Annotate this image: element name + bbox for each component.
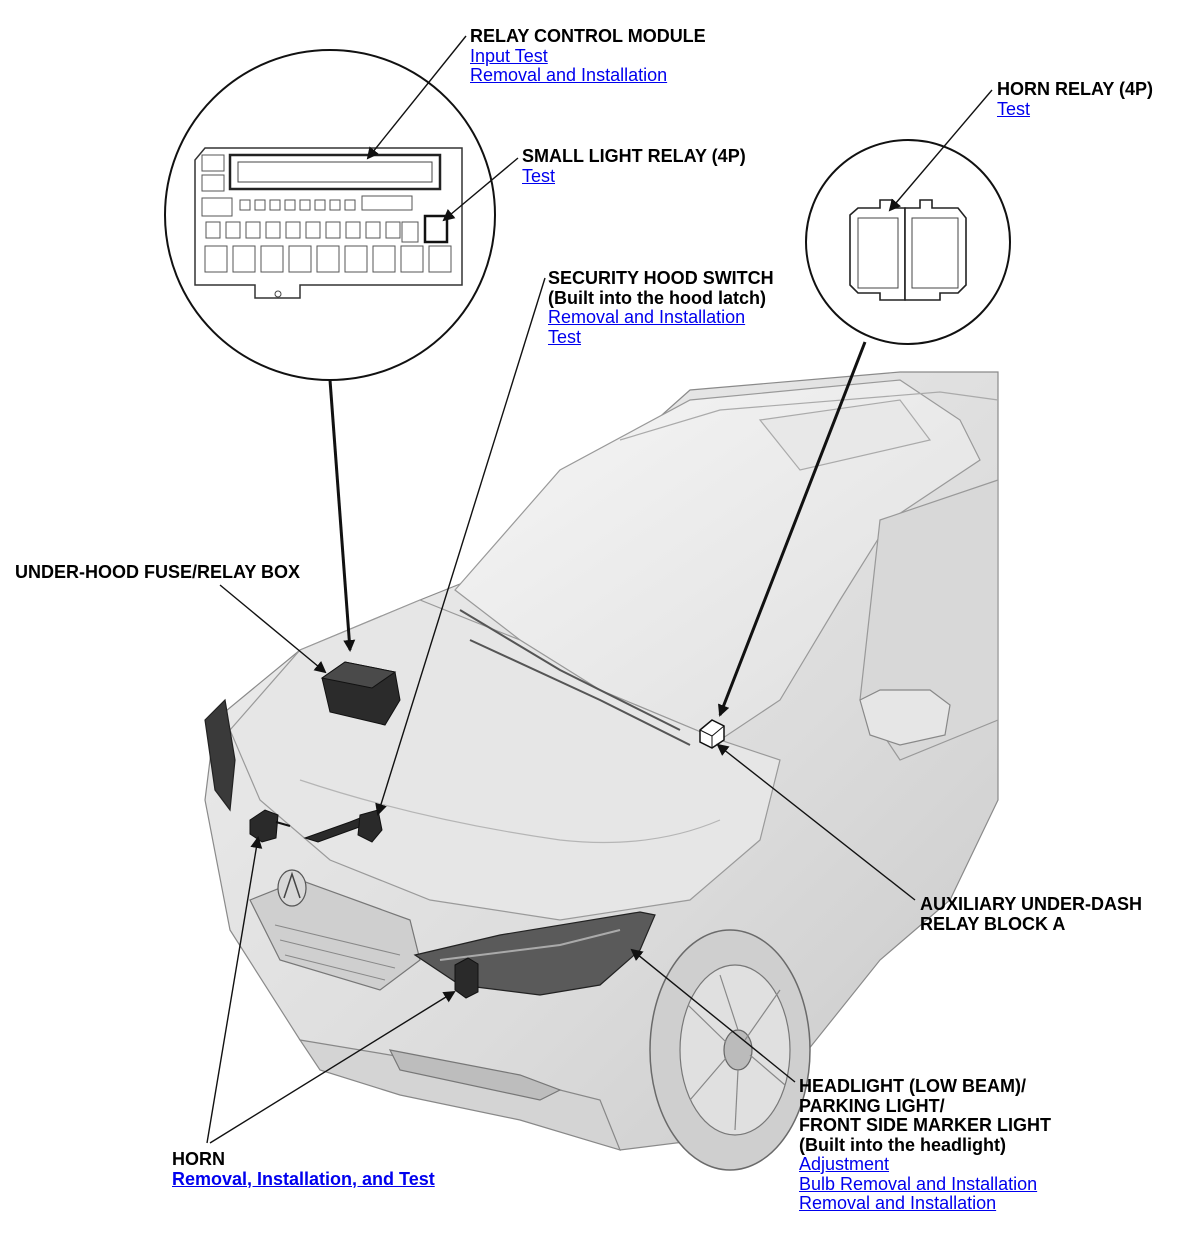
label-security-hood-switch-note: (Built into the hood latch) [548, 287, 766, 308]
label-aux-relay-line1: AUXILIARY UNDER-DASH [920, 894, 1143, 914]
leader-aux-relay-block [716, 743, 916, 901]
link-rcm-removal-installation[interactable]: Removal and Installation [470, 65, 668, 85]
callout-aux-under-dash-relay: AUXILIARY UNDER-DASH RELAY BLOCK A [920, 894, 1143, 934]
label-horn: HORN [172, 1149, 225, 1169]
leader-under-hood-fuse-box [219, 584, 327, 674]
zoom-arrows [328, 341, 867, 717]
link-headlight-bulb-removal[interactable]: Bulb Removal and Installation [799, 1173, 1038, 1194]
zoom-arrow-horn-relay [718, 341, 867, 717]
label-headlight-line1: HEADLIGHT (LOW BEAM)/ [799, 1076, 1026, 1096]
leader-horn-relay [888, 89, 993, 212]
link-horn-relay-test[interactable]: Test [997, 98, 1031, 119]
label-security-hood-switch: SECURITY HOOD SWITCH [548, 268, 774, 288]
label-horn-relay: HORN RELAY (4P) [997, 79, 1154, 99]
leader-horn-left [206, 836, 263, 1144]
side-mirror [859, 689, 951, 746]
link-headlight-adjustment[interactable]: Adjustment [799, 1154, 890, 1174]
inset-fuse-relay-box [164, 49, 496, 381]
callout-horn: HORN Removal, Installation, and Test [172, 1149, 435, 1189]
callout-horn-relay: HORN RELAY (4P) Test [997, 79, 1154, 119]
leader-security-hood-switch [375, 277, 546, 816]
hood-latch-component [303, 809, 383, 843]
callout-under-hood-fuse-box: UNDER-HOOD FUSE/RELAY BOX [15, 562, 301, 583]
horn-left-component [249, 809, 291, 843]
leader-horn-right [209, 990, 456, 1144]
fuse-box-component [320, 661, 401, 726]
label-under-hood-fuse-box: UNDER-HOOD FUSE/RELAY BOX [15, 562, 301, 582]
callout-small-light-relay: SMALL LIGHT RELAY (4P) Test [522, 146, 746, 186]
zoom-arrow-fuse-box [328, 379, 356, 652]
inset-horn-relay [805, 139, 1011, 345]
callout-relay-control-module: RELAY CONTROL MODULE Input Test Removal … [470, 26, 706, 86]
link-hood-switch-test[interactable]: Test [548, 326, 582, 347]
relay-block-component [699, 719, 725, 749]
link-horn-removal-installation-test[interactable]: Removal, Installation, and Test [172, 1168, 435, 1189]
label-headlight-line4: (Built into the headlight) [799, 1134, 1006, 1155]
leader-headlight [630, 948, 796, 1083]
label-aux-relay-line2: RELAY BLOCK A [920, 913, 1066, 934]
label-headlight-line3: FRONT SIDE MARKER LIGHT [799, 1115, 1051, 1135]
link-small-light-relay-test[interactable]: Test [522, 165, 556, 186]
car-illustration [204, 371, 999, 1171]
callout-headlight: HEADLIGHT (LOW BEAM)/ PARKING LIGHT/ FRO… [799, 1076, 1051, 1214]
label-headlight-line2: PARKING LIGHT/ [799, 1095, 945, 1116]
link-headlight-removal-installation[interactable]: Removal and Installation [799, 1193, 997, 1213]
link-hood-switch-removal-installation[interactable]: Removal and Installation [548, 307, 746, 327]
horn-right-component [454, 957, 479, 999]
link-rcm-input-test[interactable]: Input Test [470, 45, 548, 66]
leader-lines [206, 35, 993, 1144]
leader-small-light-relay [442, 157, 519, 222]
label-relay-control-module: RELAY CONTROL MODULE [470, 26, 706, 46]
label-small-light-relay: SMALL LIGHT RELAY (4P) [522, 146, 746, 166]
leader-relay-control-module [366, 35, 467, 160]
callout-security-hood-switch: SECURITY HOOD SWITCH (Built into the hoo… [548, 268, 774, 347]
